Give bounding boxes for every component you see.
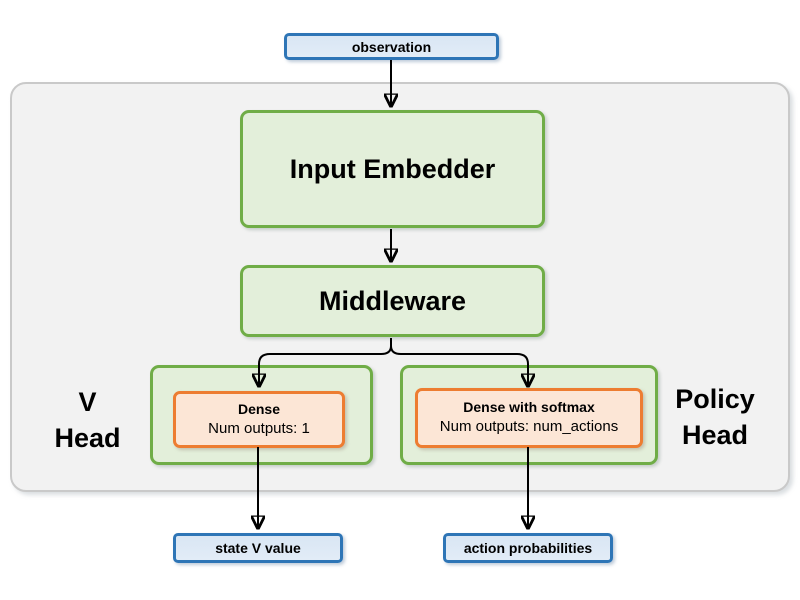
policy-head-label-line2: Head: [681, 420, 749, 450]
policy-head-label: Policy Head: [660, 381, 770, 453]
state-v-value-label: state V value: [215, 540, 301, 556]
v-head-label-line1: V: [78, 387, 97, 417]
policy-head-label-line1: Policy: [675, 384, 755, 414]
policy-dense-detail: Num outputs: num_actions: [439, 418, 619, 436]
action-probabilities-label: action probabilities: [463, 540, 593, 556]
v-dense-title: Dense: [237, 400, 281, 417]
input-embedder-label: Input Embedder: [289, 153, 496, 184]
middleware-label: Middleware: [318, 285, 467, 316]
policy-dense-title: Dense with softmax: [463, 399, 595, 416]
policy-dense-node: Dense with softmax Num outputs: num_acti…: [415, 388, 643, 448]
v-head-label-line2: Head: [54, 423, 121, 453]
v-dense-detail: Num outputs: 1: [208, 419, 310, 437]
observation-label: observation: [351, 38, 432, 55]
middleware-node: Middleware: [240, 265, 545, 337]
v-dense-node: Dense Num outputs: 1: [173, 391, 345, 448]
observation-node: observation: [284, 33, 499, 60]
state-v-value-node: state V value: [173, 533, 343, 563]
action-probabilities-node: action probabilities: [443, 533, 613, 563]
v-head-label: V Head: [35, 384, 140, 456]
input-embedder-node: Input Embedder: [240, 110, 545, 228]
